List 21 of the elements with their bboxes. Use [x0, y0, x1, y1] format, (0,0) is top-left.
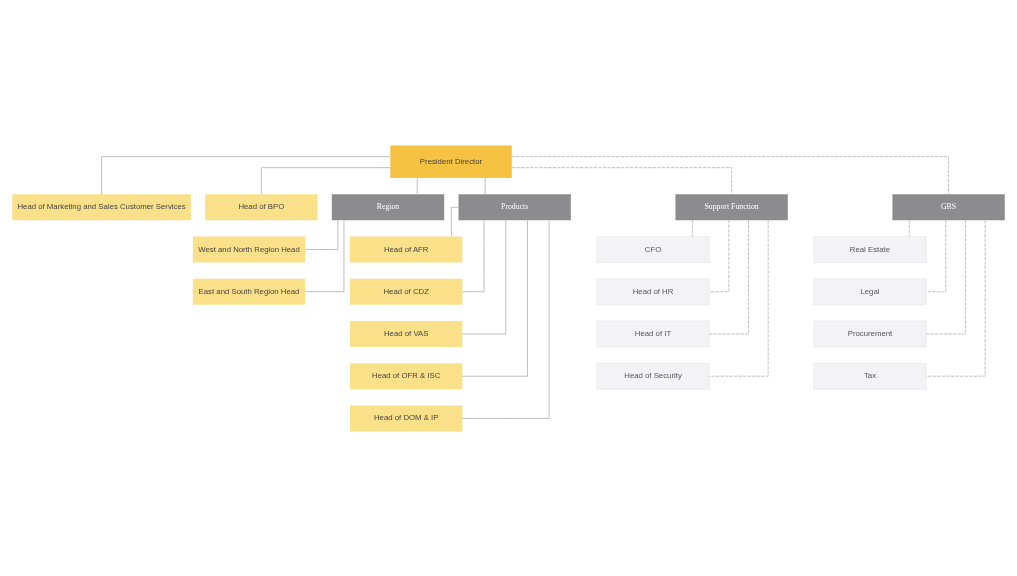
connector	[101, 155, 391, 195]
connector	[708, 219, 769, 376]
connector	[451, 206, 459, 237]
connector	[484, 177, 486, 194]
connector	[261, 166, 391, 194]
connector	[305, 219, 345, 292]
connector	[462, 219, 485, 292]
connector	[925, 219, 986, 376]
connector	[692, 219, 693, 237]
connector	[925, 219, 947, 292]
connector	[709, 219, 749, 334]
connector	[462, 219, 550, 419]
connector	[462, 219, 507, 334]
connector	[416, 177, 418, 194]
connector	[304, 219, 339, 250]
connector	[908, 219, 910, 237]
connector	[511, 155, 949, 195]
connector	[709, 219, 730, 292]
connector	[926, 219, 966, 334]
connector	[511, 166, 732, 194]
connector	[462, 219, 528, 376]
